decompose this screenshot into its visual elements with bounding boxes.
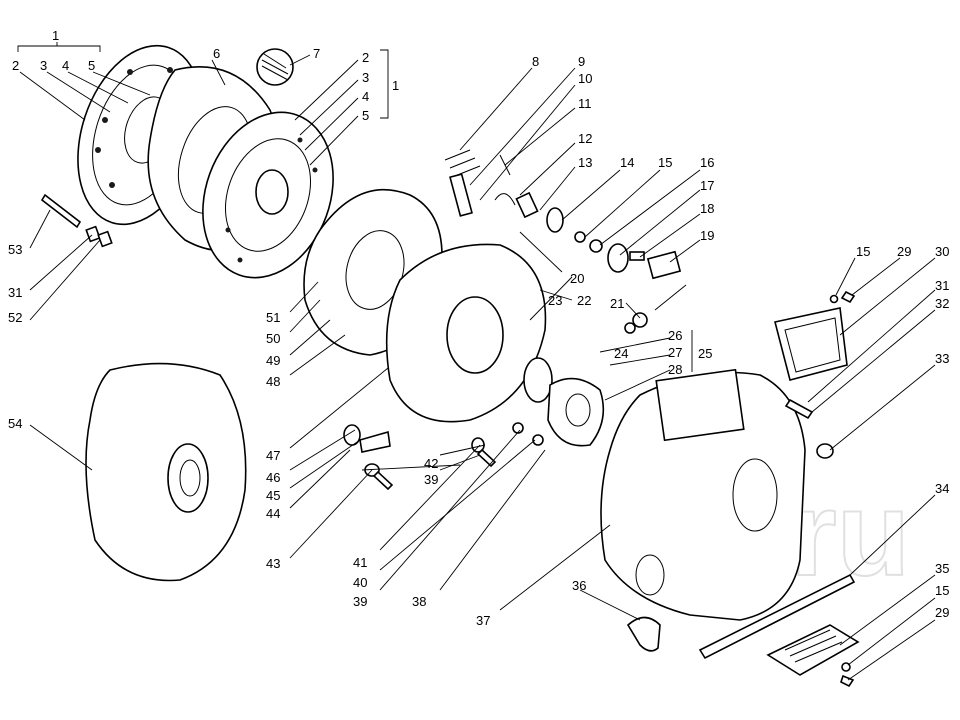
callout-28: 28 [668, 362, 682, 377]
callout-49: 49 [266, 353, 280, 368]
callout-3-left: 3 [40, 58, 47, 73]
callout-40: 40 [353, 575, 367, 590]
callout-36: 36 [572, 578, 586, 593]
callout-45: 45 [266, 488, 280, 503]
leader-lines [17, 42, 936, 681]
callout-labels: 1 2 3 4 5 6 7 2 3 4 5 1 8 9 10 11 12 13 … [8, 28, 949, 628]
callout-29-bottom: 29 [935, 605, 949, 620]
callout-13: 13 [578, 155, 592, 170]
callout-34: 34 [935, 481, 949, 496]
callout-4-left: 4 [62, 58, 69, 73]
callout-20: 20 [570, 271, 584, 286]
callout-17: 17 [700, 178, 714, 193]
assembled-clutch [85, 362, 247, 582]
bell-housing [600, 368, 806, 621]
spring-part [256, 48, 294, 86]
callout-18: 18 [700, 201, 714, 216]
callout-1-top: 1 [52, 28, 59, 43]
callout-43: 43 [266, 556, 280, 571]
callout-29-right: 29 [897, 244, 911, 259]
callout-9: 9 [578, 54, 585, 69]
callout-52: 52 [8, 310, 22, 325]
inspection-cover [774, 307, 848, 381]
callout-22: 22 [577, 293, 591, 308]
callout-46: 46 [266, 470, 280, 485]
callout-2-left: 2 [12, 58, 19, 73]
fasteners-lower-middle [343, 422, 544, 491]
callout-8: 8 [532, 54, 539, 69]
callout-19: 19 [700, 228, 714, 243]
small-parts-cluster [444, 149, 682, 334]
callout-24: 24 [614, 346, 628, 361]
callout-31-right: 31 [935, 278, 949, 293]
callout-5-left: 5 [88, 58, 95, 73]
intermediate-flange [385, 243, 547, 423]
callout-14: 14 [620, 155, 634, 170]
cover-plate [766, 624, 860, 676]
callout-15-right: 15 [856, 244, 870, 259]
callout-26: 26 [668, 328, 682, 343]
callout-3-right: 3 [362, 70, 369, 85]
callout-47: 47 [266, 448, 280, 463]
bearing-hub [523, 357, 605, 447]
callout-12: 12 [578, 131, 592, 146]
callout-41: 41 [353, 555, 367, 570]
callout-48: 48 [266, 374, 280, 389]
callout-44: 44 [266, 506, 280, 521]
callout-54: 54 [8, 416, 22, 431]
callout-16: 16 [700, 155, 714, 170]
callout-23: 23 [548, 293, 562, 308]
callout-30: 30 [935, 244, 949, 259]
callout-1-right: 1 [392, 78, 399, 93]
callout-53: 53 [8, 242, 22, 257]
callout-2-right: 2 [362, 50, 369, 65]
callout-6: 6 [213, 46, 220, 61]
callout-33: 33 [935, 351, 949, 366]
bolt-and-nuts [40, 193, 113, 248]
callout-35: 35 [935, 561, 949, 576]
callout-7: 7 [313, 46, 320, 61]
callout-10: 10 [578, 71, 592, 86]
callout-31-left: 31 [8, 285, 22, 300]
callout-38: 38 [412, 594, 426, 609]
callout-42: 42 [424, 456, 438, 471]
callout-50: 50 [266, 331, 280, 346]
callout-11: 11 [578, 96, 592, 111]
callout-39-mid: 39 [424, 472, 438, 487]
callout-51: 51 [266, 310, 280, 325]
callout-39-bottom: 39 [353, 594, 367, 609]
driven-disc [202, 111, 334, 279]
callout-21: 21 [610, 296, 624, 311]
callout-4-right: 4 [362, 89, 369, 104]
callout-37: 37 [476, 613, 490, 628]
callout-27: 27 [668, 345, 682, 360]
elbow-fitting [626, 616, 661, 652]
callout-15-bottom: 15 [935, 583, 949, 598]
callout-25: 25 [698, 346, 712, 361]
shaft-rod [698, 573, 856, 660]
callout-15-top: 15 [658, 155, 672, 170]
callout-32: 32 [935, 296, 949, 311]
callout-5-right: 5 [362, 108, 369, 123]
